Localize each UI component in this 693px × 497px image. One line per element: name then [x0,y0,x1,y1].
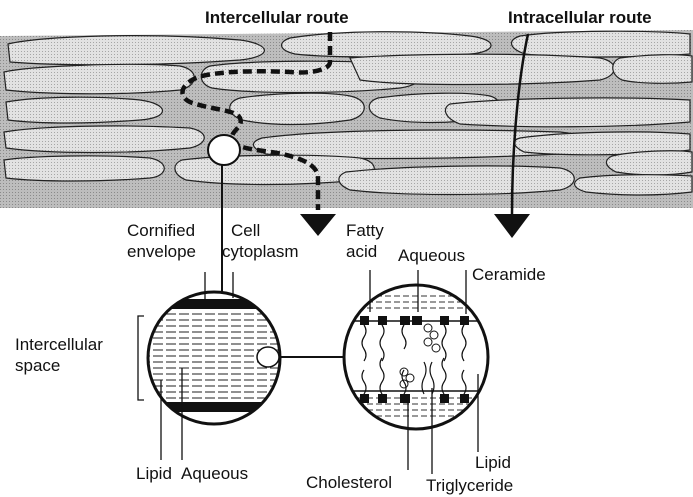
fatty-acid-label-2: acid [346,242,377,261]
triglyceride-label: Triglyceride [426,476,513,495]
cholesterol-label: Cholesterol [306,473,392,492]
lipid-label-left: Lipid [136,464,172,483]
left-magnified-circle [140,292,346,424]
intercellular-space-label-2: space [15,356,60,375]
ceramide-label: Ceramide [472,265,546,284]
intercellular-route-label: Intercellular route [205,8,349,27]
fatty-acid-label-1: Fatty [346,221,384,240]
cornified-envelope-label-2: envelope [127,242,196,261]
intercellular-space-label-1: Intercellular [15,335,103,354]
cell-cytoplasm-label-1: Cell [231,221,260,240]
cell-cytoplasm-label-2: cytoplasm [222,242,299,261]
cornified-envelope-label-1: Cornified [127,221,195,240]
aqueous-label-left: Aqueous [181,464,248,483]
aqueous-label-right: Aqueous [398,246,465,265]
inner-magnifier-oval [257,347,279,367]
right-magnified-circle [340,285,490,429]
magnifier-oval [208,135,240,165]
intracellular-route-arrowhead [494,214,530,238]
intracellular-route-label: Intracellular route [508,8,652,27]
lipid-label-right: Lipid [475,453,511,472]
intercellular-route-arrowhead [300,214,336,236]
